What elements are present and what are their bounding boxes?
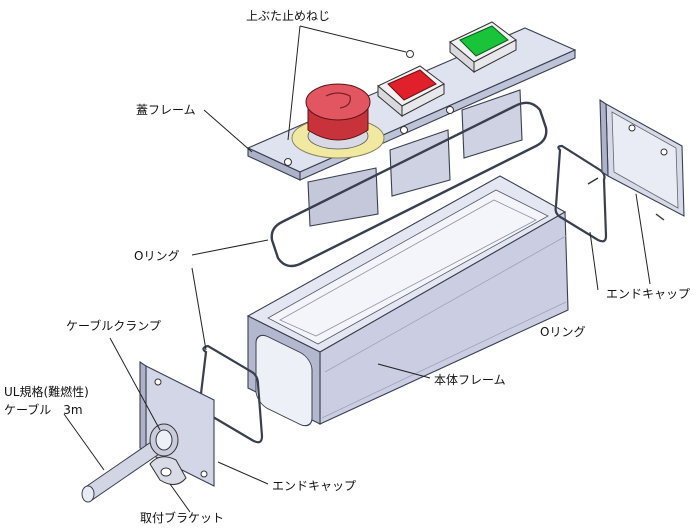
body-frame bbox=[246, 175, 569, 427]
cable-clamp bbox=[149, 423, 179, 457]
o-ring-right bbox=[554, 144, 608, 243]
green-pushbutton bbox=[449, 21, 517, 74]
label-lid-frame: 蓋フレーム bbox=[136, 103, 196, 117]
label-end-cap-bottom: エンドキャップ bbox=[272, 479, 356, 493]
label-end-cap-right: エンドキャップ bbox=[606, 287, 690, 301]
label-cable-ul-line2: ケーブル 3m bbox=[4, 402, 83, 417]
leader-lines bbox=[63, 25, 651, 513]
label-body-frame: 本体フレーム bbox=[434, 373, 506, 387]
cable bbox=[81, 439, 163, 503]
screw-icon bbox=[284, 158, 292, 166]
o-ring-top bbox=[270, 101, 548, 268]
red-pushbutton bbox=[377, 65, 445, 118]
label-o-ring-left: Oリング bbox=[134, 249, 179, 263]
emergency-stop-button bbox=[291, 83, 385, 159]
screw-icon bbox=[200, 470, 208, 478]
screw-icon bbox=[660, 148, 668, 156]
screw-icon bbox=[628, 124, 636, 132]
end-cap-right bbox=[587, 98, 685, 221]
mount-bracket bbox=[149, 456, 187, 485]
label-mount-bracket: 取付ブラケット bbox=[140, 510, 224, 525]
label-o-ring-right: Oリング bbox=[540, 325, 585, 339]
screw-icon bbox=[406, 50, 414, 58]
label-cable-clamp: ケーブルクランプ bbox=[66, 318, 161, 333]
label-cable-ul-line1: UL規格(難燃性) bbox=[4, 384, 89, 399]
label-top-screw: 上ぶた止めねじ bbox=[246, 9, 330, 23]
screw-icon bbox=[400, 126, 408, 134]
screw-icon bbox=[154, 378, 162, 386]
screw-icon bbox=[446, 106, 454, 114]
